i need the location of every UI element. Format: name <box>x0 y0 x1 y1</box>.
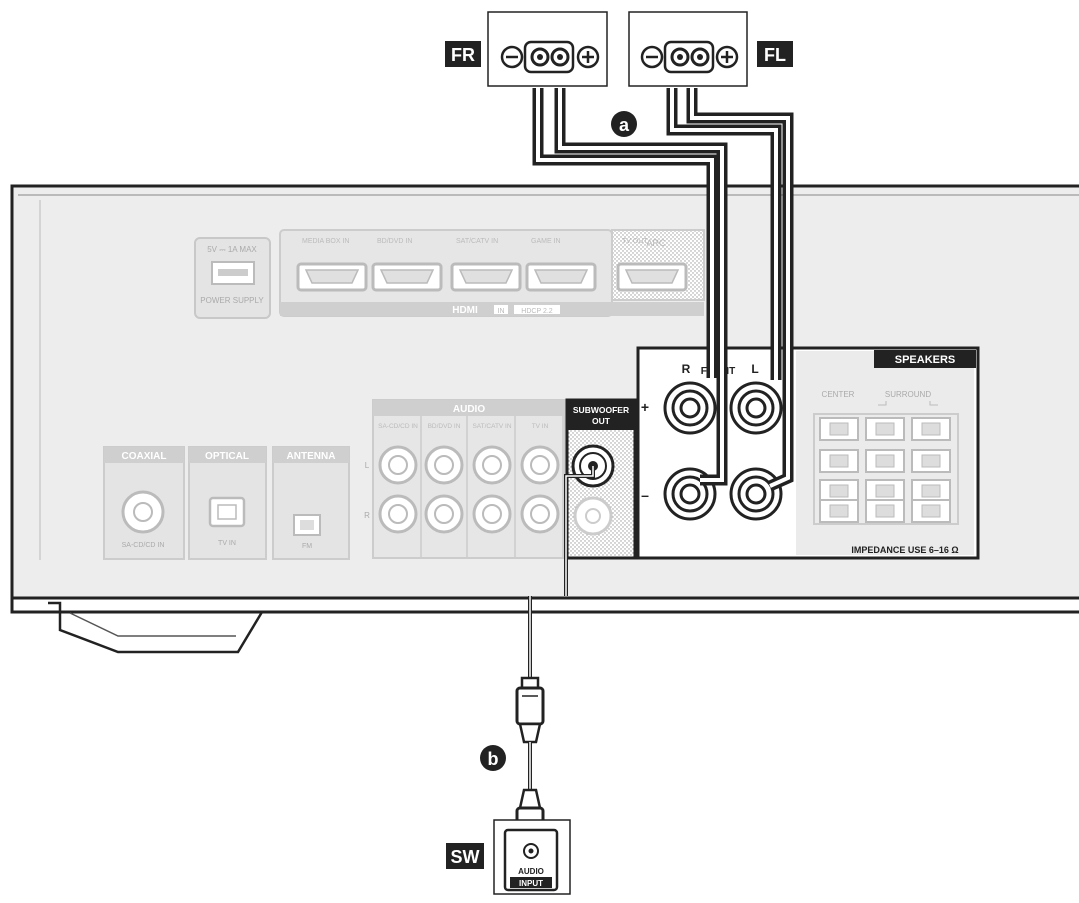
push-terminal[interactable] <box>911 479 951 503</box>
hdmi-port-label: MEDIA BOX IN <box>302 238 349 245</box>
speaker-cable-fl <box>666 88 794 492</box>
audio-input-jack[interactable] <box>424 445 464 485</box>
callout-a: a <box>611 111 637 137</box>
subwoofer-label-line1: SUBWOOFER <box>573 405 629 415</box>
subwoofer-input-box: AUDIO INPUT <box>493 819 571 895</box>
audio-input-jack[interactable] <box>472 445 512 485</box>
usb-bottom-label: POWER SUPPLY <box>200 296 264 305</box>
center-label: CENTER <box>822 390 855 399</box>
speakers-header: SPEAKERS <box>895 354 956 366</box>
speaker-fr-terminal-box <box>487 11 608 87</box>
coaxial-label: COAXIAL <box>122 451 167 462</box>
push-terminal[interactable] <box>819 417 859 441</box>
hdmi-port-label: TV OUT <box>622 238 648 245</box>
front-l-plus-terminal[interactable] <box>729 381 783 435</box>
digital-input-group: COAXIAL SA-CD/CD IN OPTICAL TV IN ANTENN… <box>103 446 350 560</box>
front-r-label: R <box>682 362 691 376</box>
fr-tag: FR <box>445 41 481 67</box>
optical-label: OPTICAL <box>205 451 249 462</box>
sw-audio-label: AUDIO <box>518 867 544 876</box>
fr-label: FR <box>451 45 475 65</box>
push-terminal[interactable] <box>865 417 905 441</box>
speaker-fl-terminal-box <box>628 11 748 87</box>
push-terminal[interactable] <box>911 449 951 473</box>
hdmi-port-1[interactable]: MEDIA BOX IN <box>296 238 368 292</box>
subwoofer-label-line2: OUT <box>592 416 611 426</box>
sw-tag: SW <box>446 843 484 869</box>
push-terminal[interactable] <box>865 499 905 523</box>
hdcp-badge: HDCP 2.2 <box>521 308 552 315</box>
usb-port-group: 5V ⎓ 1A MAX POWER SUPPLY <box>194 237 271 319</box>
push-terminal[interactable] <box>865 449 905 473</box>
push-terminal[interactable] <box>911 417 951 441</box>
arc-label: ARC <box>646 238 666 248</box>
audio-input-jack[interactable] <box>424 494 464 534</box>
impedance-label: IMPEDANCE USE 6–16 Ω <box>851 545 958 555</box>
coaxial-sub-label: SA-CD/CD IN <box>122 542 165 549</box>
audio-input-jack[interactable] <box>472 494 512 534</box>
hdmi-port-2[interactable]: BD/DVD IN <box>371 238 443 292</box>
optical-sub-label: TV IN <box>218 540 236 547</box>
front-l-label: L <box>751 362 758 376</box>
plus-label: + <box>641 399 649 415</box>
speaker-cable-fr <box>532 88 728 486</box>
audio-input-jack[interactable] <box>378 445 418 485</box>
audio-input-label: SAT/CATV IN <box>472 423 511 430</box>
fl-tag: FL <box>757 41 793 67</box>
audio-label: AUDIO <box>453 404 485 415</box>
hdmi-port-4[interactable]: GAME IN <box>525 238 597 292</box>
surround-label: SURROUND <box>885 390 931 399</box>
hdmi-in-badge: IN <box>498 308 505 315</box>
push-terminal[interactable] <box>911 499 951 523</box>
audio-input-jack[interactable] <box>520 445 560 485</box>
usb-top-label: 5V ⎓ 1A MAX <box>207 245 257 254</box>
push-terminal[interactable] <box>819 499 859 523</box>
hdmi-port-label: SAT/CATV IN <box>456 238 498 245</box>
push-terminal[interactable] <box>819 479 859 503</box>
callout-b-label: b <box>488 749 499 769</box>
hdmi-port-5[interactable]: TV OUT <box>616 238 688 292</box>
audio-side-r: R <box>364 511 370 520</box>
audio-input-label: BD/DVD IN <box>428 423 461 430</box>
sw-label: SW <box>451 847 480 867</box>
hdmi-label: HDMI <box>452 305 478 316</box>
push-terminal[interactable] <box>819 449 859 473</box>
audio-input-label: TV IN <box>532 423 549 430</box>
audio-input-panel: AUDIO L R SA-CD/CD IN BD/DVD IN SAT/CATV I… <box>364 399 566 559</box>
minus-label: – <box>641 487 649 503</box>
antenna-label: ANTENNA <box>287 451 336 462</box>
antenna-sub-label: FM <box>302 543 312 550</box>
callout-a-label: a <box>619 115 630 135</box>
audio-side-l: L <box>365 461 370 470</box>
hdmi-panel: HDMI IN HDCP 2.2 ARC MEDIA BOX IN BD/DVD … <box>279 229 705 317</box>
optical-port[interactable] <box>208 496 246 528</box>
coaxial-jack[interactable] <box>121 490 165 534</box>
front-r-plus-terminal[interactable] <box>663 381 717 435</box>
audio-input-jack[interactable] <box>520 494 560 534</box>
front-l-minus-terminal[interactable] <box>729 467 783 521</box>
subwoofer-out-panel: SUBWOOFER OUT <box>565 398 637 560</box>
callout-b: b <box>480 745 506 771</box>
hdmi-port-label: GAME IN <box>531 238 561 245</box>
audio-input-label: SA-CD/CD IN <box>378 423 418 430</box>
hdmi-port-label: BD/DVD IN <box>377 238 412 245</box>
fl-label: FL <box>764 45 786 65</box>
speaker-terminal-panel: SPEAKERS FRONT R L + – CENTER SURROU <box>636 346 980 560</box>
hdmi-port-3[interactable]: SAT/CATV IN <box>450 238 522 292</box>
sw-input-label: INPUT <box>519 879 543 888</box>
audio-input-jack[interactable] <box>378 494 418 534</box>
push-terminal[interactable] <box>865 479 905 503</box>
